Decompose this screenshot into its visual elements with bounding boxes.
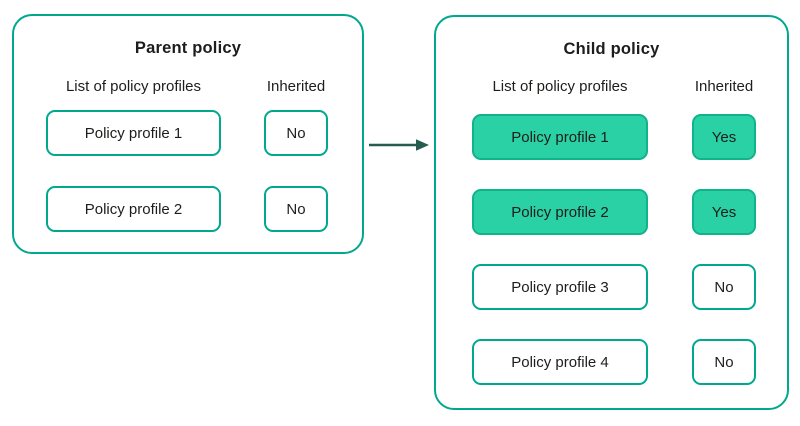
- inherited-flag-box: No: [264, 110, 328, 156]
- inherited-flag-box: No: [692, 339, 756, 385]
- policy-row: Policy profile 1 No: [14, 110, 362, 156]
- inherited-flag-box: Yes: [692, 189, 756, 235]
- policy-row: Policy profile 3 No: [436, 264, 787, 310]
- inherited-column-header: Inherited: [694, 78, 754, 95]
- policy-row: Policy profile 2 Yes: [436, 189, 787, 235]
- policy-row: Policy profile 4 No: [436, 339, 787, 385]
- profiles-column-header: List of policy profiles: [65, 78, 202, 95]
- inheritance-arrow-icon: [369, 139, 429, 151]
- policy-profile-box: Policy profile 1: [472, 114, 648, 160]
- profiles-column-header: List of policy profiles: [492, 78, 628, 95]
- policy-profile-box: Policy profile 2: [46, 186, 221, 232]
- policy-row: Policy profile 1 Yes: [436, 114, 787, 160]
- panel-title: Child policy: [563, 40, 660, 58]
- inherited-column-header: Inherited: [266, 78, 326, 95]
- policy-profile-box: Policy profile 1: [46, 110, 221, 156]
- inherited-flag-box: No: [692, 264, 756, 310]
- inherited-flag-box: No: [264, 186, 328, 232]
- parent-policy-panel: Parent policy List of policy profiles In…: [12, 14, 364, 254]
- policy-profile-box: Policy profile 4: [472, 339, 648, 385]
- panel-title: Parent policy: [134, 39, 242, 57]
- policy-row: Policy profile 2 No: [14, 186, 362, 232]
- inherited-flag-box: Yes: [692, 114, 756, 160]
- policy-profile-box: Policy profile 3: [472, 264, 648, 310]
- child-policy-panel: Child policy List of policy profiles Inh…: [434, 15, 789, 410]
- policy-profile-box: Policy profile 2: [472, 189, 648, 235]
